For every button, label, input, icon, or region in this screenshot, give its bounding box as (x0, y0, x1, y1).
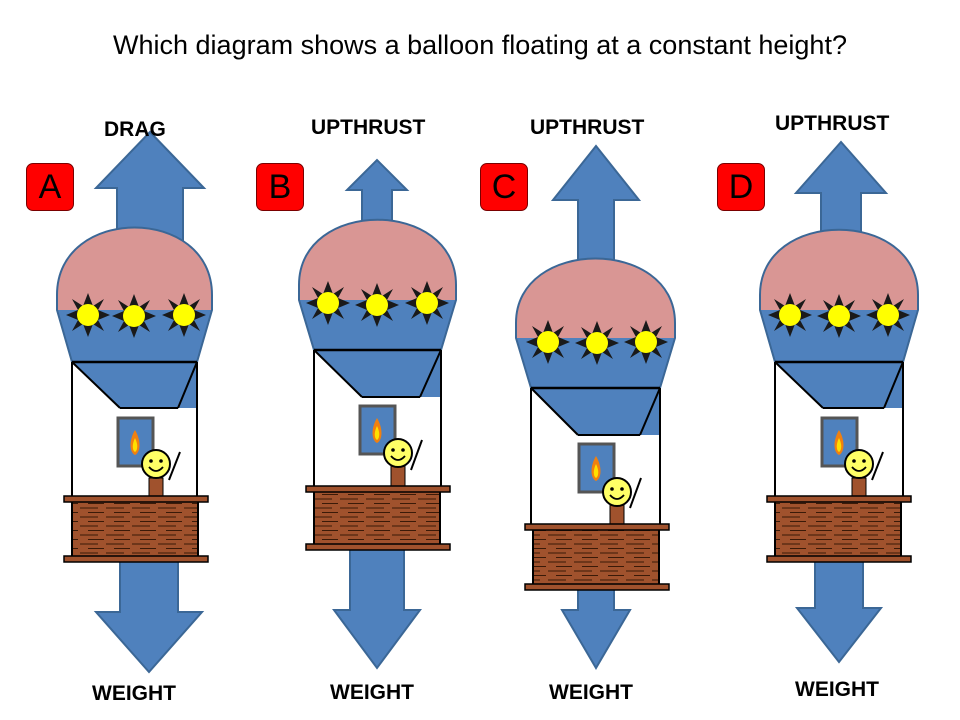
envelope-outline (298, 218, 457, 351)
question-title: Which diagram shows a balloon floating a… (113, 30, 847, 60)
force-label-weight: WEIGHT (92, 682, 176, 705)
envelope-outline (759, 228, 919, 363)
envelope-skirt (314, 350, 441, 397)
upward-arrow (550, 144, 642, 266)
downward-arrow (560, 584, 632, 670)
option-a-badge[interactable]: A (26, 163, 74, 211)
decorative-sun-icon (575, 321, 619, 365)
pilot-figure (602, 477, 642, 528)
pilot-figure (383, 438, 423, 489)
envelope-skirt (531, 388, 660, 435)
pilot-figure (844, 449, 884, 501)
pilot-figure (141, 449, 181, 501)
basket (766, 495, 912, 563)
decorative-sun-icon (624, 320, 668, 364)
option-d-badge[interactable]: D (717, 163, 765, 211)
force-label-weight: WEIGHT (549, 681, 633, 704)
decorative-sun-icon (355, 283, 399, 327)
option-c-badge[interactable]: C (480, 163, 528, 211)
envelope-top (516, 258, 675, 338)
basket (524, 523, 670, 591)
balloon-diagram-b (298, 158, 457, 670)
envelope-skirt (775, 362, 903, 408)
decorative-sun-icon (162, 293, 206, 337)
envelope-top (760, 229, 918, 310)
balloon-diagram-a (56, 130, 213, 674)
decorative-sun-icon (112, 294, 156, 338)
decorative-sun-icon (526, 320, 570, 364)
force-label-weight: WEIGHT (330, 681, 414, 704)
upward-arrow (93, 130, 207, 246)
force-label-upthrust: UPTHRUST (775, 112, 890, 135)
downward-arrow (794, 559, 884, 664)
force-label-drag: DRAG (104, 118, 166, 141)
upward-arrow (793, 140, 889, 243)
decorative-sun-icon (866, 293, 910, 337)
decorative-sun-icon (405, 281, 449, 325)
envelope-top (299, 219, 456, 300)
downward-arrow (332, 544, 422, 670)
balloon-diagram-d (759, 140, 919, 664)
decorative-sun-icon (817, 294, 861, 338)
downward-arrow (93, 559, 205, 674)
basket (63, 495, 209, 563)
balloon-diagram-c (515, 144, 676, 670)
option-b-badge[interactable]: B (256, 163, 304, 211)
decorative-sun-icon (66, 293, 110, 337)
force-label-weight: WEIGHT (795, 678, 879, 701)
force-label-upthrust: UPTHRUST (311, 116, 426, 139)
envelope-top (57, 227, 212, 310)
basket (305, 485, 451, 551)
burner-flame-icon (577, 442, 616, 494)
decorative-sun-icon (768, 293, 812, 337)
burner-flame-icon (116, 416, 155, 468)
decorative-sun-icon (306, 281, 350, 325)
envelope-outline (515, 257, 676, 389)
envelope-skirt (72, 362, 197, 408)
force-label-upthrust: UPTHRUST (530, 116, 645, 139)
envelope-outline (56, 226, 213, 363)
